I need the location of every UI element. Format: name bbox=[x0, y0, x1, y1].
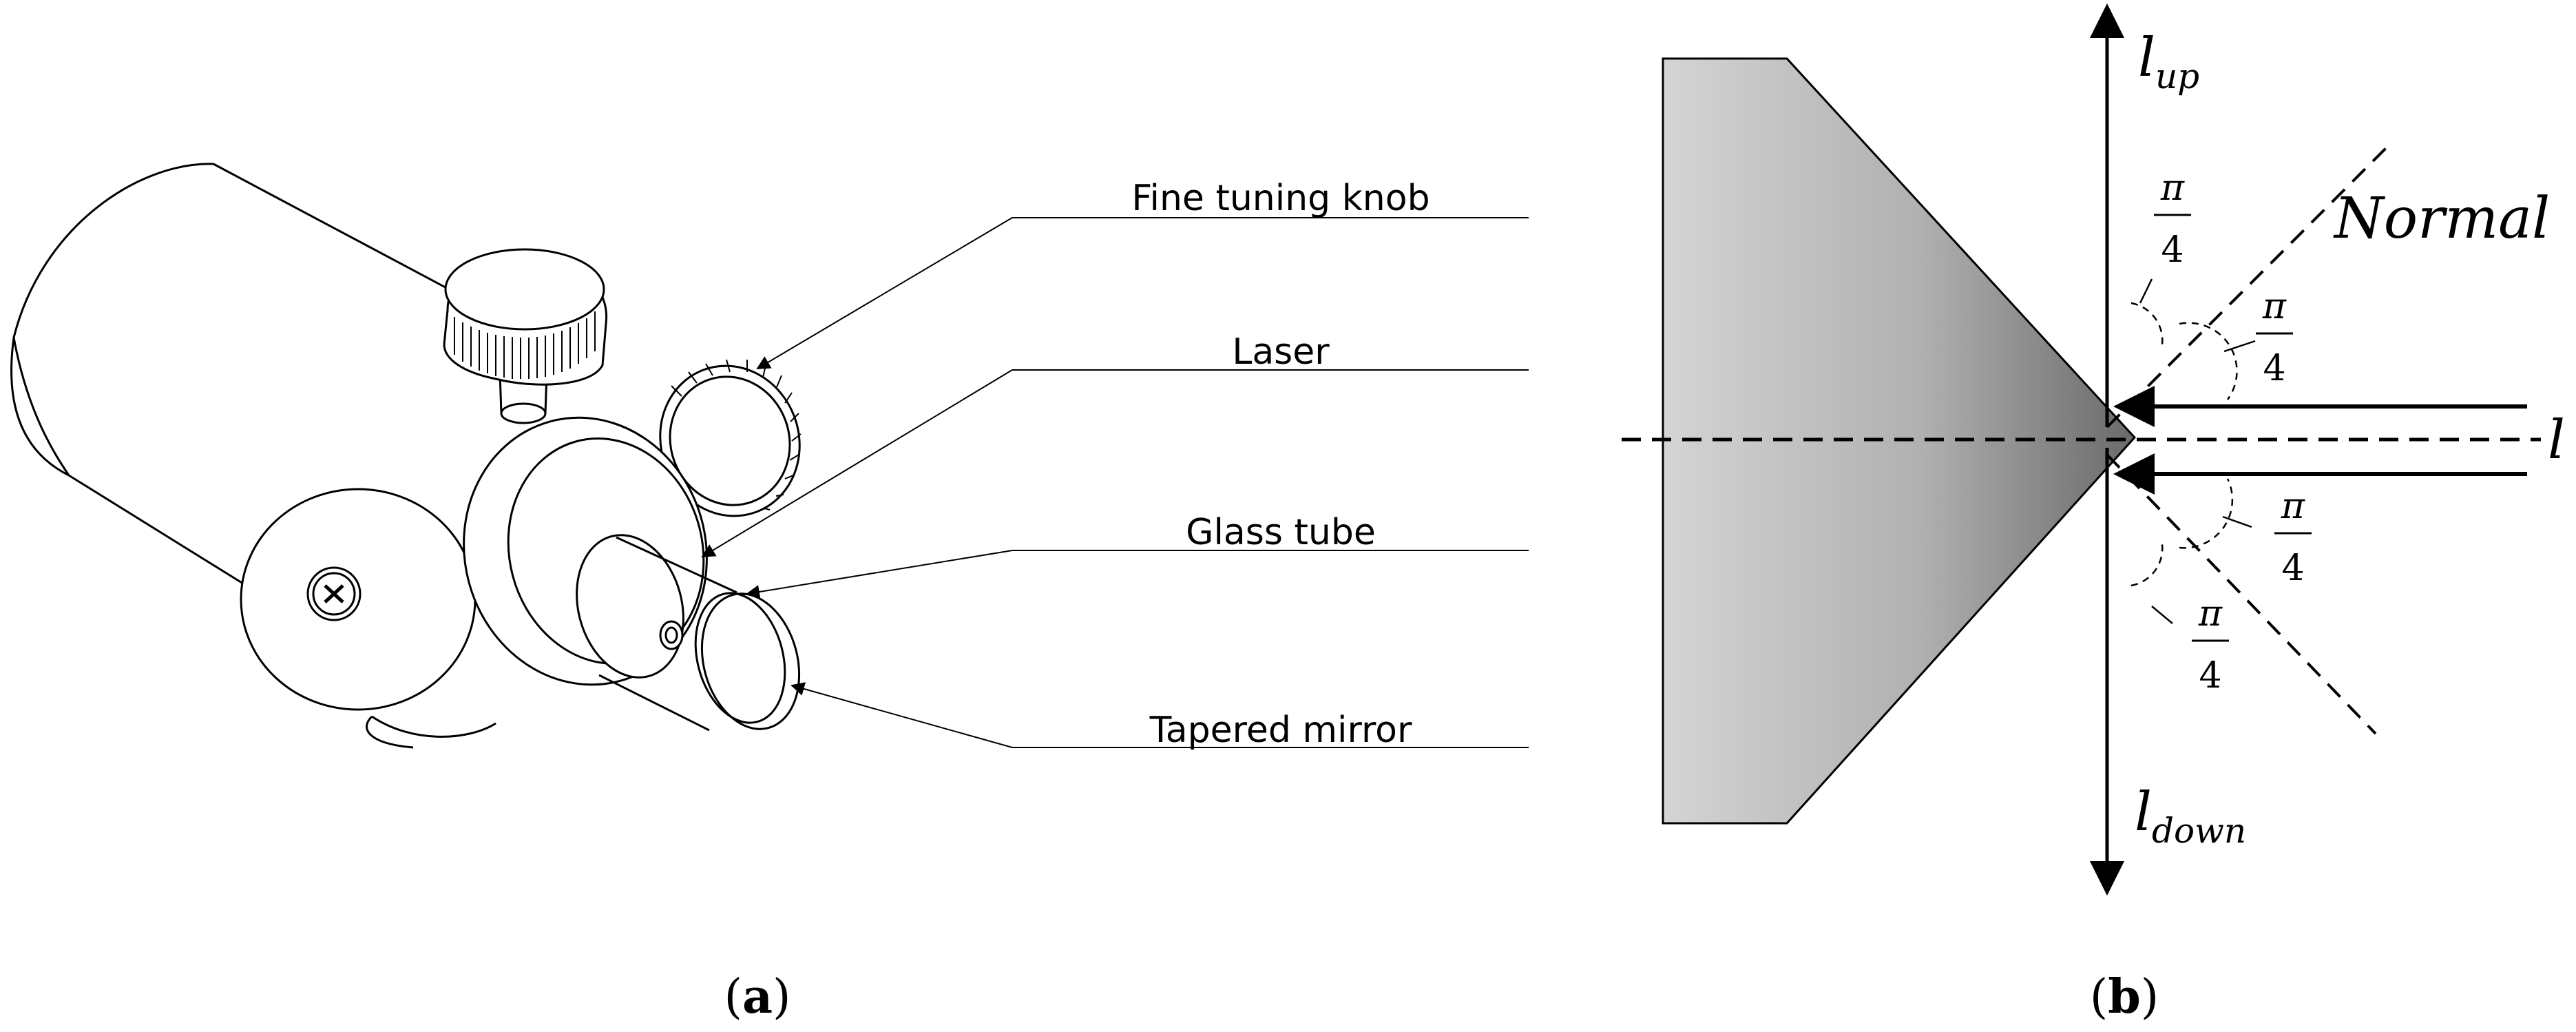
leader-fine-tuning-knob bbox=[756, 217, 1529, 370]
laser-body bbox=[10, 163, 476, 601]
label-glass-tube: Glass tube bbox=[1186, 512, 1376, 553]
svg-text:4: 4 bbox=[2281, 548, 2304, 589]
svg-text:4: 4 bbox=[2161, 229, 2184, 271]
svg-text:4: 4 bbox=[2199, 655, 2221, 696]
leader-lines bbox=[701, 217, 1529, 748]
label-l-down: ldown bbox=[2135, 781, 2246, 851]
normal-upper bbox=[2106, 143, 2391, 429]
label-l: l bbox=[2548, 409, 2565, 471]
label-laser: Laser bbox=[1232, 331, 1330, 373]
label-normal: Normal bbox=[2333, 186, 2550, 251]
svg-text:π: π bbox=[2198, 593, 2223, 634]
svg-text:π: π bbox=[2262, 286, 2287, 327]
angle-label-upper-left: π 4 bbox=[2154, 167, 2191, 271]
caption-b: (b) bbox=[2090, 969, 2159, 1024]
angle-label-lower-right: π 4 bbox=[2274, 486, 2312, 589]
glass-tube bbox=[576, 534, 737, 732]
tapered-mirror-drawing bbox=[694, 592, 801, 730]
normal-lower bbox=[2106, 453, 2377, 735]
top-knob bbox=[443, 248, 608, 424]
angle-pointer-ticks bbox=[2139, 278, 2256, 624]
angle-arcs bbox=[2130, 302, 2238, 587]
leader-laser bbox=[701, 369, 1529, 558]
label-fine-tuning-knob: Fine tuning knob bbox=[1131, 178, 1430, 219]
svg-text:4: 4 bbox=[2263, 348, 2285, 389]
angle-label-lower-left: π 4 bbox=[2192, 593, 2229, 696]
label-tapered-mirror: Tapered mirror bbox=[1149, 710, 1412, 751]
screw-head bbox=[306, 566, 362, 621]
label-l-up: lup bbox=[2138, 27, 2199, 96]
panel-a-drawing bbox=[10, 163, 802, 749]
panel-b-diagram: π 4 π 4 π 4 π 4 lup ldown l Normal bbox=[1622, 3, 2565, 896]
leader-glass-tube bbox=[746, 550, 1529, 599]
svg-text:π: π bbox=[2160, 167, 2185, 209]
fine-tuning-knob bbox=[659, 359, 802, 517]
angle-label-upper-right: π 4 bbox=[2256, 286, 2293, 389]
svg-text:π: π bbox=[2281, 486, 2305, 527]
caption-a: (a) bbox=[724, 969, 790, 1024]
leader-tapered-mirror bbox=[790, 682, 1529, 748]
